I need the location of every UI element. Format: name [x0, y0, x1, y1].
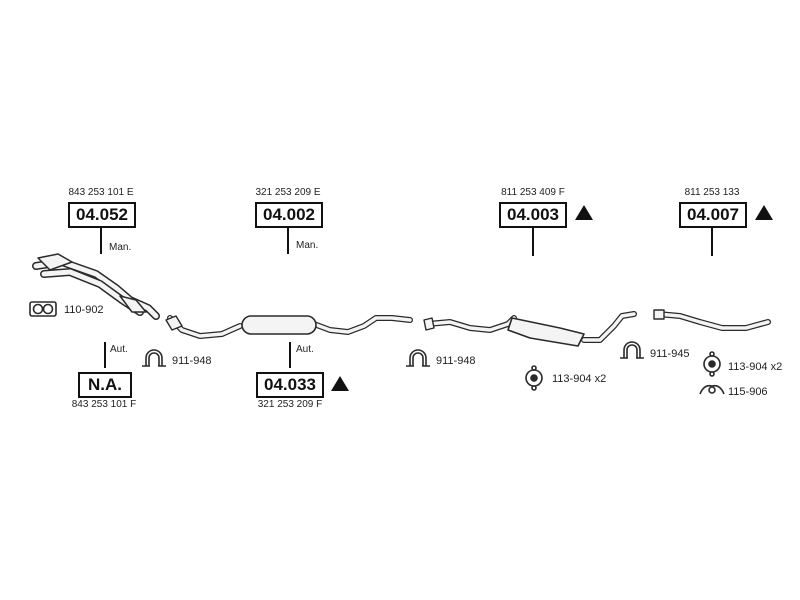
- transmission-label: Aut.: [296, 344, 314, 355]
- accessory-label: 113-904 x2: [552, 373, 607, 385]
- part-number-box[interactable]: 04.007: [679, 202, 747, 228]
- part-number-box[interactable]: 04.002: [255, 202, 323, 228]
- middle-pipe: [165, 315, 413, 339]
- pipe-clamp-icon: [406, 349, 430, 367]
- warning-triangle-icon: [331, 376, 349, 391]
- oe-number: 811 253 133: [684, 187, 740, 198]
- accessory-label: 911-948: [436, 355, 476, 367]
- gasket-icon: [29, 301, 57, 317]
- oe-number: 321 253 209 F: [257, 399, 323, 410]
- transmission-label: Aut.: [110, 344, 128, 355]
- accessory-label: 911-945: [650, 348, 690, 360]
- accessory-label: 110-902: [64, 304, 104, 316]
- rubber-mount-icon: [703, 351, 721, 377]
- part-number-box[interactable]: 04.052: [68, 202, 136, 228]
- oe-number: 321 253 209 E: [255, 187, 321, 198]
- warning-triangle-icon: [575, 205, 593, 220]
- pipe-clamp-icon: [142, 349, 166, 367]
- transmission-label: Man.: [296, 240, 319, 251]
- transmission-label: Man.: [109, 242, 132, 253]
- leader-line: [711, 228, 713, 256]
- rubber-mount-icon: [525, 365, 543, 391]
- leader-line: [104, 342, 106, 368]
- leader-line: [289, 342, 291, 368]
- rear-pipe: [423, 311, 637, 347]
- leader-line: [100, 228, 102, 254]
- pipe-clamp-icon: [620, 341, 644, 359]
- tail-pipe: [653, 309, 771, 331]
- accessory-label: 911-948: [172, 355, 212, 367]
- part-number-box[interactable]: 04.003: [499, 202, 567, 228]
- warning-triangle-icon: [755, 205, 773, 220]
- leader-line: [532, 228, 534, 256]
- oe-number: 843 253 101 E: [68, 187, 134, 198]
- leader-line: [287, 228, 289, 254]
- accessory-label: 113-904 x2: [728, 361, 783, 373]
- part-number-box[interactable]: N.A.: [78, 372, 132, 398]
- front-pipe: [32, 253, 160, 320]
- oe-number: 843 253 101 F: [71, 399, 137, 410]
- mounting-bracket-icon: [699, 384, 725, 395]
- accessory-label: 115-906: [728, 386, 768, 398]
- part-number-box[interactable]: 04.033: [256, 372, 324, 398]
- oe-number: 811 253 409 F: [501, 187, 565, 198]
